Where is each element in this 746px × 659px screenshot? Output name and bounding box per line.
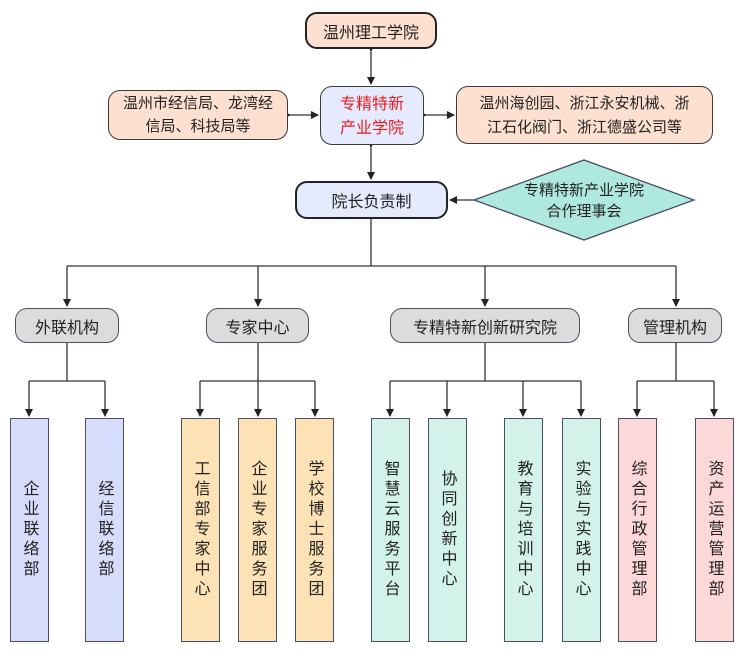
node-industry-college: 专精特新 产业学院 — [320, 86, 424, 145]
node-government-line2: 信局、科技局等 — [145, 117, 251, 135]
dept-liaison: 外联机构 — [15, 308, 119, 343]
dept-expert-center: 专家中心 — [206, 308, 309, 343]
node-enterprises-line1: 温州海创园、浙江永安机械、浙 — [479, 94, 690, 112]
node-government-line1: 温州市经信局、龙湾经 — [122, 94, 273, 112]
node-council-line2: 合作理事会 — [546, 202, 622, 220]
node-government: 温州市经信局、龙湾经 信局、科技局等 — [108, 90, 288, 140]
leaf-lab-practice-center: 实验与实践中心 — [562, 418, 601, 642]
leaf-enterprise-expert-team: 企业专家服务团 — [238, 418, 277, 642]
leaf-doctor-service-team: 学校博士服务团 — [295, 418, 334, 642]
leaf-enterprise-liaison: 企业联络部 — [10, 418, 49, 642]
node-industry-college-line1: 专精特新 — [339, 93, 404, 113]
node-council-line1: 专精特新产业学院 — [523, 181, 644, 199]
leaf-collab-innovation-center: 协同创新中心 — [428, 418, 467, 642]
dept-research-institute: 专精特新创新研究院 — [390, 308, 580, 343]
node-director-system: 院长负责制 — [295, 181, 448, 219]
council-diamond — [472, 159, 696, 241]
node-enterprises-line2: 江石化阀门、浙江德盛公司等 — [486, 118, 682, 136]
node-industry-college-line2: 产业学院 — [339, 117, 404, 137]
leaf-education-training-center: 教育与培训中心 — [504, 418, 543, 642]
node-council: 专精特新产业学院 合作理事会 — [500, 180, 668, 222]
leaf-smart-cloud-platform: 智慧云服务平台 — [371, 418, 410, 642]
leaf-admin-dept: 综合行政管理部 — [618, 418, 657, 642]
leaf-econ-liaison: 经信联络部 — [85, 418, 124, 642]
dept-management: 管理机构 — [628, 308, 722, 343]
leaf-miit-expert-center: 工信部专家中心 — [181, 418, 220, 642]
node-wzut: 温州理工学院 — [305, 12, 437, 49]
leaf-asset-ops-dept: 资产运营管理部 — [695, 418, 734, 642]
node-enterprises: 温州海创园、浙江永安机械、浙 江石化阀门、浙江德盛公司等 — [456, 86, 713, 144]
